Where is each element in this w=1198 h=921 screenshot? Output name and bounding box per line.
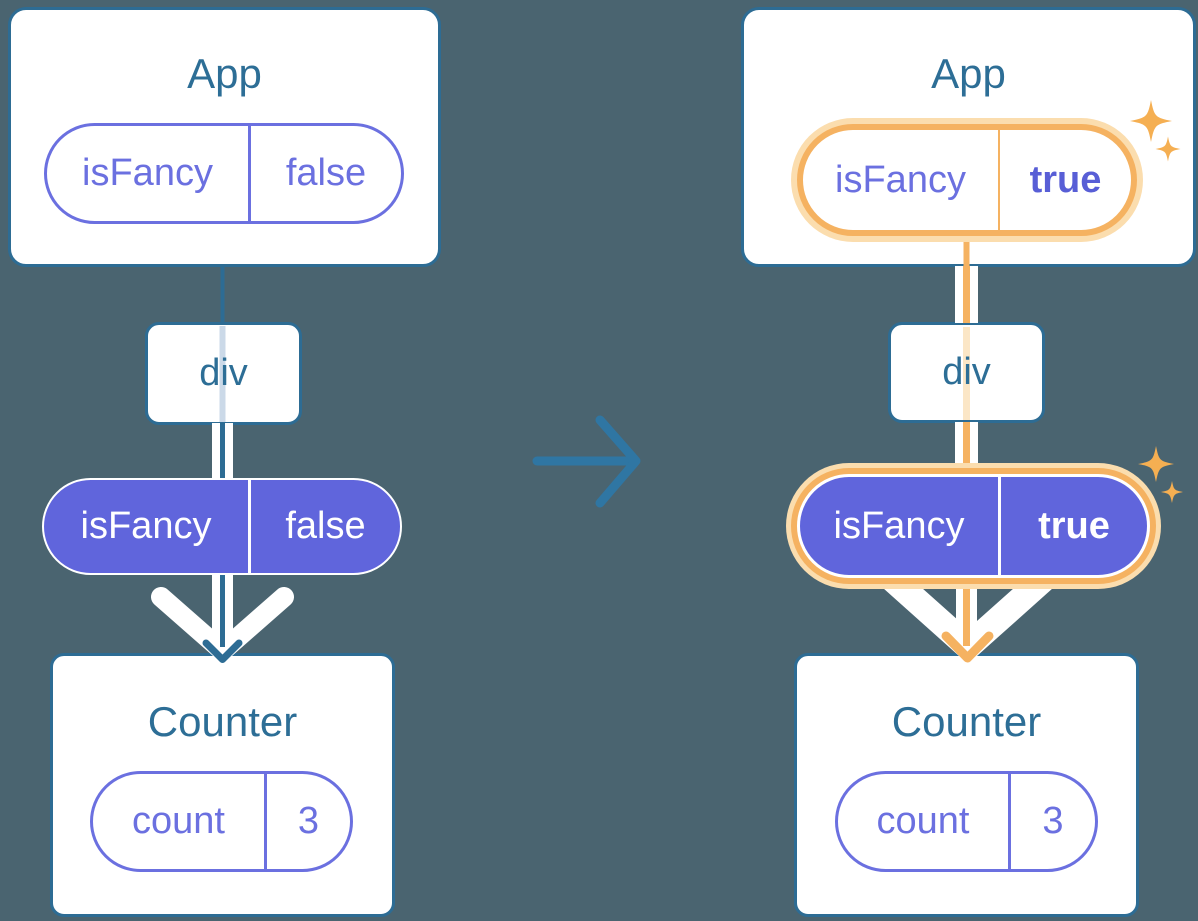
before-passed-prop-pill: isFancy false: [42, 478, 402, 575]
prop-name-cell: isFancy: [835, 158, 966, 201]
before-white-chevron-icon: [151, 587, 294, 661]
prop-name-cell: isFancy: [82, 152, 213, 194]
state-value-cell: 3: [1042, 800, 1064, 842]
after-app-prop-pill: isFancy true: [797, 124, 1137, 236]
pill-divider: [998, 477, 1001, 575]
prop-value-cell: true: [1038, 504, 1110, 547]
pill-divider: [998, 130, 1000, 230]
prop-name-cell: isFancy: [833, 504, 965, 547]
state-name-cell: count: [132, 800, 225, 842]
after-passed-prop-pill: isFancy true: [797, 474, 1150, 578]
prop-name-cell: isFancy: [80, 505, 212, 547]
after-arrowhead-icon: [941, 631, 994, 663]
pill-divider: [248, 126, 251, 221]
prop-value-cell: false: [285, 505, 366, 547]
state-name-cell: count: [876, 800, 970, 842]
pill-divider: [1008, 774, 1011, 869]
transition-arrow-icon: [595, 415, 641, 508]
pill-divider: [248, 480, 251, 573]
before-arrowhead-icon: [202, 639, 243, 663]
before-counter-state-pill: count 3: [90, 771, 353, 872]
prop-value-cell: false: [285, 152, 367, 194]
pill-divider: [264, 774, 267, 869]
state-value-cell: 3: [297, 800, 320, 842]
after-counter-state-pill: count 3: [835, 771, 1098, 872]
before-app-prop-pill: isFancy false: [44, 123, 404, 224]
prop-value-cell: true: [1029, 158, 1102, 201]
after-white-chevron-icon: [883, 588, 1053, 664]
